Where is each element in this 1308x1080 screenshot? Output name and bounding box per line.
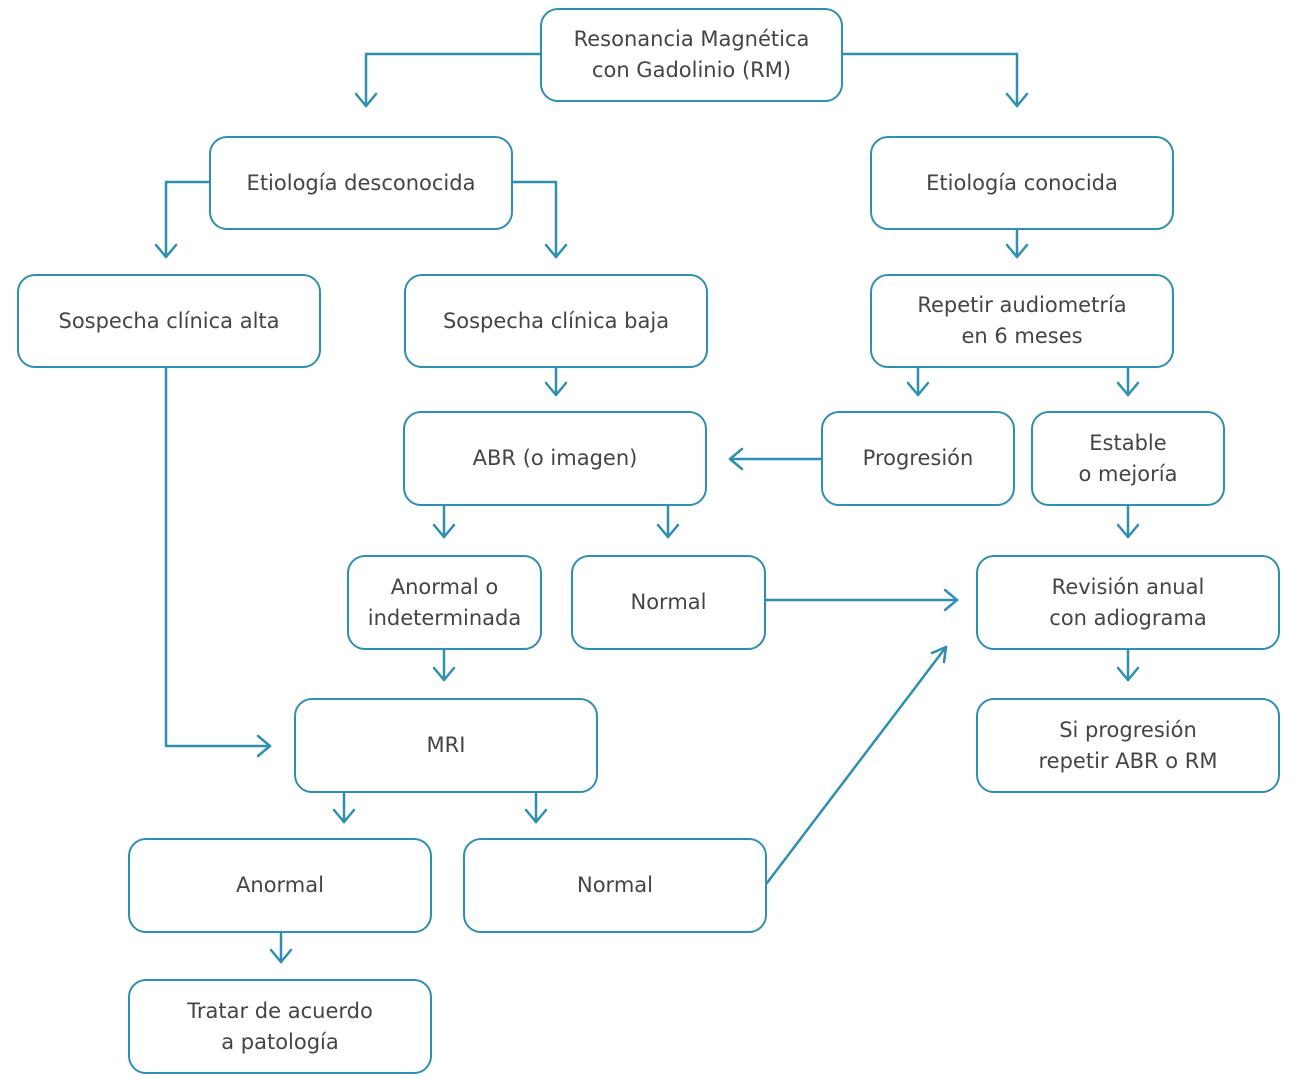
arrowhead-anormal-tratar (269, 948, 293, 964)
node-tratar: Tratar de acuerdo a patología (128, 979, 432, 1074)
node-progresion: Progresión (821, 411, 1015, 506)
node-resonancia-magnetica-label: Resonancia Magnética con Gadolinio (RM) (573, 27, 810, 82)
node-normal-mri-label: Normal (577, 873, 653, 897)
node-revision-anual-label: Revisión anual con adiograma (1049, 574, 1207, 630)
node-anormal-mri: Anormal (128, 838, 432, 933)
arrowhead-conocida-repetir (1005, 243, 1029, 259)
node-sospecha-baja-label: Sospecha clínica baja (442, 308, 670, 333)
node-etiologia-conocida: Etiología conocida (870, 136, 1174, 230)
node-etiologia-desconocida-label: Etiología desconocida (246, 170, 476, 195)
arrowhead-rm-conocida (1005, 92, 1029, 108)
node-normal-abr-label: Normal (630, 590, 707, 614)
node-sospecha-baja: Sospecha clínica baja (404, 274, 708, 368)
arrowhead-normal-revision (943, 588, 959, 612)
connector-desconocida-baja (510, 180, 558, 259)
arrowhead-baja-abr (544, 381, 568, 397)
node-abr-label: ABR (o imagen) (472, 446, 638, 470)
arrowhead-abr-anormal (432, 523, 456, 539)
node-estable: Estable o mejoría (1031, 411, 1225, 506)
node-repetir-audiometria-label: Repetir audiometría en 6 meses (917, 293, 1127, 348)
connector-rm-conocida (840, 52, 1019, 108)
connector-alta-mri (164, 366, 272, 748)
node-mri: MRI (294, 698, 598, 793)
node-abr: ABR (o imagen) (403, 411, 707, 506)
arrowhead-alta-mri (256, 734, 272, 758)
node-normal-abr: Normal (571, 555, 766, 650)
arrowhead-anormal-mri (432, 666, 456, 682)
arrowhead-normalmri-revision (930, 645, 948, 664)
node-repetir-audiometria: Repetir audiometría en 6 meses (870, 274, 1174, 368)
arrowhead-repetir-estable (1116, 381, 1140, 397)
arrowhead-desconocida-baja (544, 243, 568, 259)
node-progresion-label: Progresión (862, 446, 974, 470)
arrowhead-estable-revision (1116, 523, 1140, 539)
node-normal-mri: Normal (463, 838, 767, 933)
arrowhead-progresion-abr (728, 447, 744, 471)
node-si-progresion-label: Si progresión repetir ABR o RM (1038, 717, 1218, 773)
arrowhead-mri-anormal (332, 808, 356, 824)
node-etiologia-desconocida: Etiología desconocida (209, 136, 513, 230)
node-sospecha-alta-label: Sospecha clínica alta (58, 308, 280, 333)
arrowhead-desconocida-alta (154, 243, 178, 259)
node-mri-label: MRI (426, 733, 466, 757)
arrowhead-mri-normal (524, 808, 548, 824)
node-estable-label: Estable o mejoría (1078, 430, 1178, 486)
connector-rm-desconocida (364, 52, 543, 108)
node-resonancia-magnetica: Resonancia Magnética con Gadolinio (RM) (540, 8, 843, 102)
connector-normalmri-revision (765, 645, 948, 885)
connector-desconocida-alta (164, 180, 212, 259)
arrowhead-repetir-progresion (906, 381, 930, 397)
arrowhead-revision-siprogresion (1116, 666, 1140, 682)
node-anormal-mri-label: Anormal (236, 873, 324, 897)
arrowhead-abr-normal (656, 523, 680, 539)
node-sospecha-alta: Sospecha clínica alta (17, 274, 321, 368)
node-revision-anual: Revisión anual con adiograma (976, 555, 1280, 650)
node-anormal-indeterminada: Anormal o indeterminada (347, 555, 542, 650)
node-tratar-label: Tratar de acuerdo a patología (187, 998, 373, 1054)
arrowhead-rm-desconocida (354, 92, 378, 108)
node-si-progresion: Si progresión repetir ABR o RM (976, 698, 1280, 793)
node-etiologia-conocida-label: Etiología conocida (926, 170, 1118, 195)
node-anormal-indeterminada-label: Anormal o indeterminada (367, 574, 522, 630)
